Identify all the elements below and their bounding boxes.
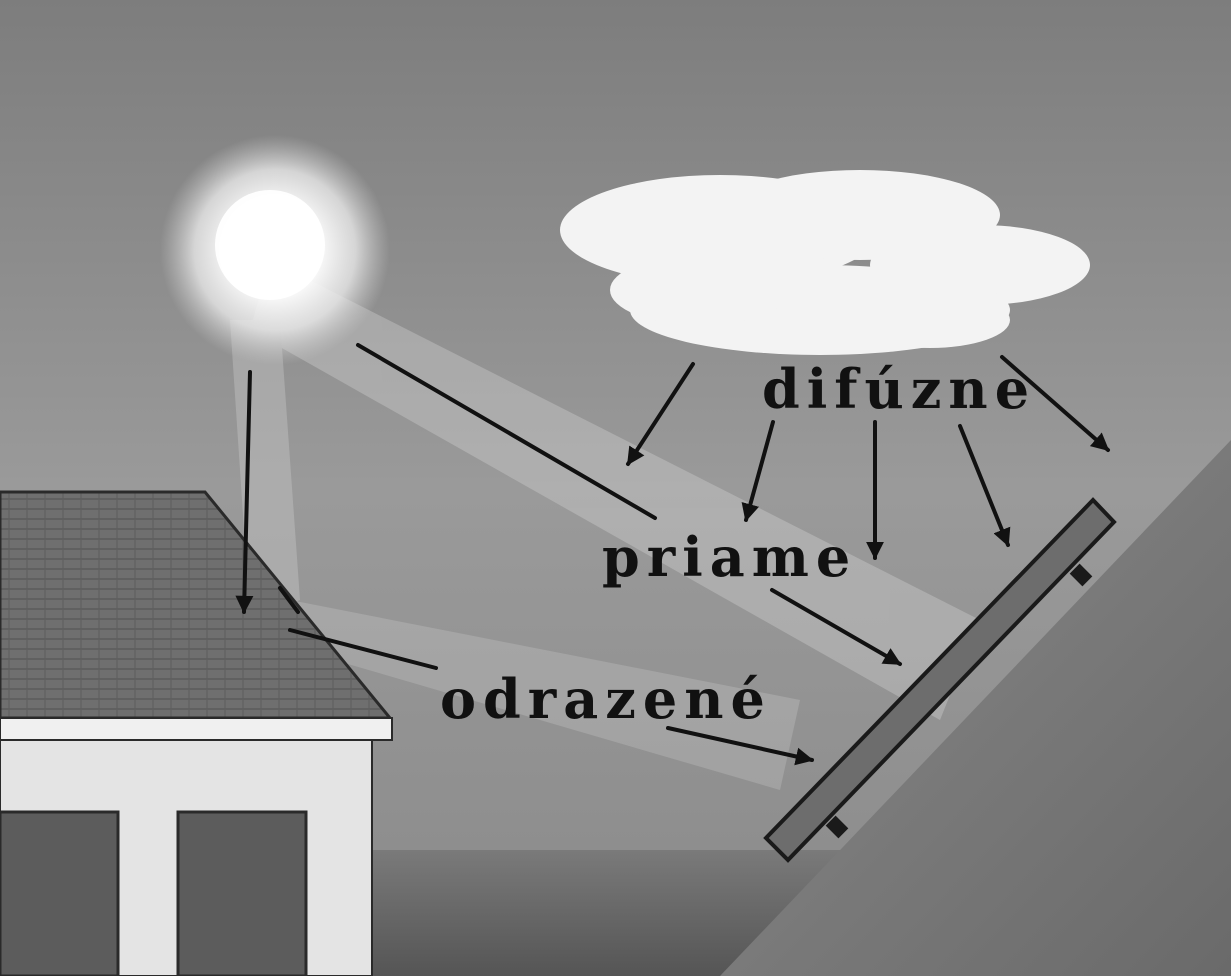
label-direct: priame	[602, 525, 858, 589]
solar-panel-icon	[763, 497, 1117, 863]
house-icon	[0, 490, 394, 976]
sun-icon	[160, 135, 390, 365]
arrow-reflected-panel	[666, 726, 814, 766]
radiation-arrows	[235, 343, 1110, 766]
roof-eave	[0, 717, 393, 741]
house-window-right	[176, 810, 308, 976]
label-reflected: odrazené	[440, 667, 772, 731]
panel-mount-bottom	[825, 815, 849, 839]
panel-mount-top	[1069, 563, 1093, 587]
label-diffuse: difúzne	[762, 357, 1037, 421]
house-window-left	[0, 810, 120, 976]
line-reflected-to-label	[288, 628, 438, 670]
cloud-icon	[560, 170, 1090, 355]
line-direct-to-label	[356, 343, 657, 520]
solar-panel	[763, 497, 1117, 863]
arrow-diffuse-2	[741, 420, 775, 522]
hillside	[720, 440, 1231, 976]
arrow-diffuse-5	[1000, 355, 1110, 452]
arrow-diffuse-4	[958, 424, 1011, 547]
arrow-direct-panel	[770, 588, 902, 666]
line-reflected-roof	[278, 586, 300, 614]
arrow-direct-house	[235, 370, 254, 614]
arrow-diffuse-1	[626, 362, 695, 466]
